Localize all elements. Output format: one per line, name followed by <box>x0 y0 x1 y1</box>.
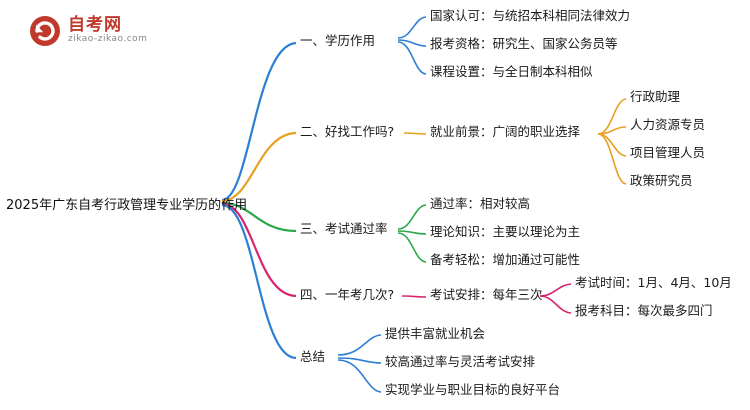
branch-label-5[interactable]: 总结 <box>300 349 326 364</box>
branch-3-child-2[interactable]: 理论知识：主要以理论为主 <box>430 224 581 239</box>
branch-4-child-1[interactable]: 考试安排：每年三次 <box>430 287 543 302</box>
site-logo[interactable]: 自考网 zikao-zikao.com <box>28 8 198 54</box>
edge-branch2-sub1 <box>597 98 627 135</box>
branch-5-child-3[interactable]: 实现学业与职业目标的良好平台 <box>385 382 561 397</box>
edge-root-to-branch4 <box>221 202 297 298</box>
branch-5-child-1[interactable]: 提供丰富就业机会 <box>385 326 486 341</box>
branch-2-subchild-3[interactable]: 项目管理人员 <box>630 145 706 160</box>
edge-root-to-branch5 <box>221 203 297 360</box>
edge-branch3-child2 <box>397 230 427 235</box>
branch-5-child-2[interactable]: 较高通过率与灵活考试安排 <box>385 354 536 369</box>
edge-branch4-child1 <box>401 295 427 298</box>
edge-branch2-sub2 <box>597 126 627 135</box>
circular-arrow-logo-icon <box>28 14 62 48</box>
edge-root-to-branch1 <box>221 41 297 202</box>
branch-3-child-3[interactable]: 备考轻松：增加通过可能性 <box>430 252 581 267</box>
branch-1-child-2[interactable]: 报考资格：研究生、国家公务员等 <box>430 36 618 51</box>
branch-label-4[interactable]: 四、一年考几次? <box>300 287 395 302</box>
branch-2-subchild-1[interactable]: 行政助理 <box>630 89 681 104</box>
branch-4-subchild-2[interactable]: 报考科目：每次最多四门 <box>575 303 713 318</box>
edge-branch5-child1 <box>337 334 382 356</box>
edge-branch2-sub3 <box>597 133 627 157</box>
edge-branch5-child3 <box>337 359 382 393</box>
logo-subtitle: zikao-zikao.com <box>68 34 148 45</box>
edge-branch4-sub2 <box>539 295 572 314</box>
edge-branch2-sub4 <box>597 133 627 185</box>
branch-2-subchild-4[interactable]: 政策研究员 <box>630 173 693 188</box>
edge-branch1-child2 <box>397 39 427 47</box>
branch-1-child-3[interactable]: 课程设置：与全日制本科相似 <box>430 64 593 79</box>
branch-4-subchild-1[interactable]: 考试时间：1月、4月、10月 <box>575 275 732 290</box>
edge-branch2-child1 <box>403 132 427 135</box>
branch-3-child-1[interactable]: 通过率：相对较高 <box>430 196 531 211</box>
branch-label-1[interactable]: 一、学历作用 <box>300 33 376 48</box>
branch-1-child-1[interactable]: 国家认可：与统招本科相同法律效力 <box>430 8 631 23</box>
edge-branch4-sub1 <box>539 283 572 297</box>
edge-branch1-child1 <box>397 16 427 39</box>
edge-root-to-branch3 <box>221 201 297 233</box>
edge-branch5-child2 <box>337 357 382 364</box>
logo-title: 自考网 <box>68 15 122 36</box>
edge-branch3-child1 <box>397 204 427 230</box>
edge-branch3-child3 <box>397 232 427 263</box>
branch-label-3[interactable]: 三、考试通过率 <box>300 221 388 236</box>
branch-2-child-1[interactable]: 就业前景：广阔的职业选择 <box>430 124 581 139</box>
branch-2-subchild-2[interactable]: 人力资源专员 <box>630 117 706 132</box>
edge-branch1-child3 <box>397 41 427 75</box>
mindmap-root-label: 2025年广东自考行政管理专业学历的作用 <box>6 198 248 213</box>
edge-root-to-branch2 <box>221 131 297 203</box>
branch-label-2[interactable]: 二、好找工作吗? <box>300 124 395 139</box>
